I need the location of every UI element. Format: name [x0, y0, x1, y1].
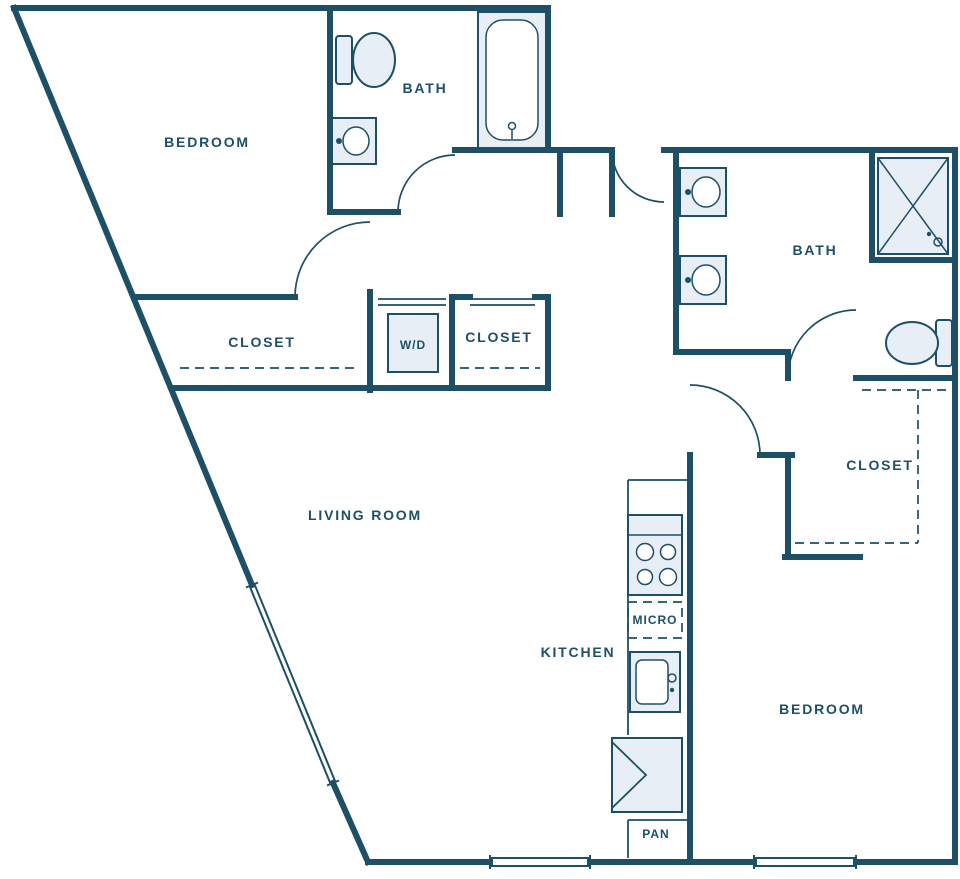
- diagonal-window: [245, 581, 340, 787]
- sink-handle: [669, 687, 675, 693]
- burner: [659, 543, 677, 561]
- bath-right-door-arc: [787, 309, 857, 379]
- closet-dashed-lines: [180, 298, 948, 544]
- washer-dryer-fixture: [387, 313, 439, 373]
- sink-faucet: [685, 277, 691, 283]
- bath-right-fixtures: [679, 157, 953, 367]
- bath-top-label: BATH: [402, 80, 447, 96]
- bedroom-top-door-arc: [294, 221, 371, 298]
- kitchen-fixtures: [611, 479, 690, 858]
- washer-dryer-door-track: [378, 298, 446, 306]
- bottom-window-left: [489, 855, 591, 869]
- kitchen-label: KITCHEN: [541, 644, 616, 660]
- bedroom-bottom-label: BEDROOM: [779, 701, 865, 717]
- shower-fixture: [877, 157, 949, 255]
- washer-dryer-label: W/D: [400, 338, 426, 352]
- washer-dryer-box: [387, 313, 439, 373]
- toilet-2-fixture: [885, 319, 953, 367]
- closet-center-label: CLOSET: [465, 329, 533, 345]
- sink-basin: [691, 176, 721, 208]
- living-room-label: LIVING ROOM: [308, 507, 422, 523]
- closet-center-door-track: [470, 298, 535, 306]
- kitchen-sink-fixture: [629, 651, 681, 713]
- microwave-label: MICRO: [633, 613, 678, 627]
- bath-top-door-arc: [397, 154, 456, 213]
- tub-drain: [507, 121, 517, 131]
- sink-faucet: [336, 138, 342, 144]
- bedroom-bottom-door-arc: [689, 384, 761, 456]
- bottom-window-right: [753, 855, 857, 869]
- refrigerator-door-swing: [611, 741, 648, 809]
- pantry-wall-lines: [627, 819, 688, 858]
- vanity-sink-fixture: [331, 117, 377, 165]
- range-cooktop-fixture: [627, 514, 683, 596]
- burner: [636, 568, 654, 586]
- shower-drain: [933, 237, 943, 247]
- entry-door-arc: [611, 149, 665, 203]
- bath-top-fixtures: [331, 11, 547, 165]
- toilet-bowl: [885, 321, 939, 365]
- sink-basin: [342, 126, 370, 156]
- burner: [635, 542, 655, 562]
- closet-right-label: CLOSET: [846, 457, 914, 473]
- sink-basin: [635, 659, 669, 705]
- vanity-sink-1-fixture: [679, 167, 727, 217]
- sink-faucet: [685, 189, 691, 195]
- shower-head: [926, 231, 932, 237]
- toilet-bowl: [352, 32, 396, 88]
- door-arcs: [294, 149, 857, 456]
- refrigerator-body: [611, 737, 683, 813]
- windows: [245, 581, 857, 869]
- sink-basin: [691, 264, 721, 296]
- vanity-sink-2-fixture: [679, 255, 727, 305]
- bathtub-fixture: [477, 11, 547, 149]
- room-labels: BEDROOM BATH CLOSET W/D CLOSET LIVING RO…: [164, 80, 914, 841]
- interior-wall-path: [132, 5, 958, 865]
- closet-right-rod-dash: [795, 389, 948, 544]
- toilet-tank: [335, 35, 353, 85]
- toilet-fixture: [335, 32, 396, 88]
- bath-right-label: BATH: [792, 242, 837, 258]
- pantry-label: PAN: [642, 827, 669, 841]
- closet-left-label: CLOSET: [228, 334, 296, 350]
- burner: [658, 567, 678, 587]
- sink-faucet: [667, 673, 677, 683]
- interior-walls: [132, 5, 958, 865]
- tub-basin: [485, 19, 539, 141]
- bedroom-top-label: BEDROOM: [164, 134, 250, 150]
- refrigerator-fixture: [611, 737, 683, 813]
